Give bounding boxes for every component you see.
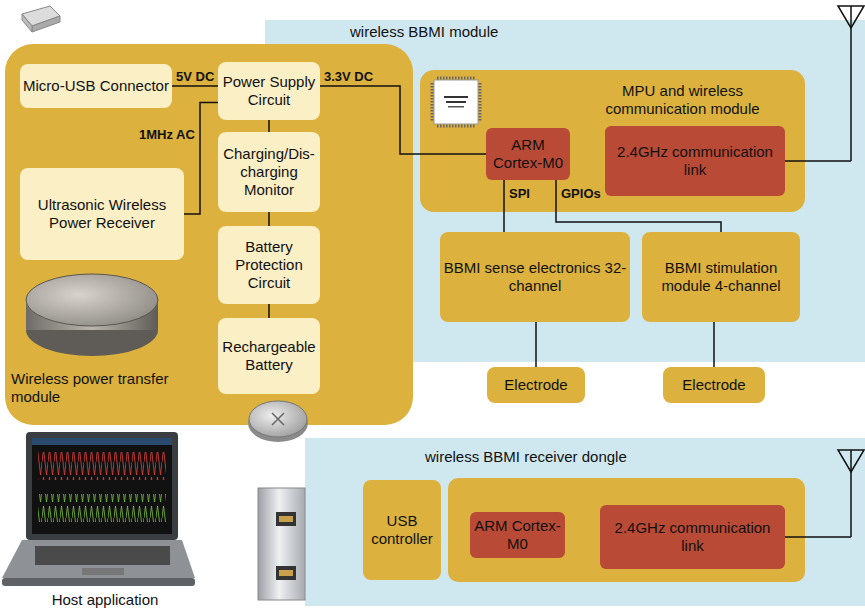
box-label: ARM Cortex-M0 — [473, 517, 562, 553]
laptop-base — [2, 540, 195, 578]
wire-connector — [268, 212, 270, 226]
chip-marking — [448, 106, 464, 108]
process-box: USB controller — [363, 480, 441, 580]
wire-connector — [268, 120, 270, 132]
wire-connector — [172, 85, 218, 87]
processor-box: ARM Cortex-M0 — [470, 512, 565, 558]
module-title: wireless BBMI module — [350, 23, 590, 41]
box-label: USB controller — [366, 512, 438, 548]
process-box: Battery Protection Circuit — [218, 226, 320, 304]
wire-connector — [184, 103, 218, 214]
disc-top — [26, 274, 158, 326]
coin-mark — [272, 413, 284, 425]
laptop-illustration — [2, 432, 195, 586]
laptop-screen — [32, 438, 172, 534]
wire-connector — [320, 86, 486, 154]
module-title: Wireless power transfer module — [11, 370, 191, 406]
antenna-wire — [850, 450, 852, 537]
box-label: BBMI sense electronics 32-channel — [443, 259, 627, 295]
antenna-wire — [785, 160, 851, 162]
module-title: wireless BBMI receiver dongle — [425, 448, 725, 466]
plug-shell — [258, 488, 305, 600]
process-box: Ultrasonic Wireless Power Receiver — [20, 168, 184, 260]
module-title: MPU and wireless communication module — [570, 82, 795, 118]
chip-pins — [479, 83, 482, 121]
plug-contact — [279, 570, 293, 576]
box-label: Electrode — [666, 376, 762, 394]
chip-marking — [446, 101, 466, 103]
connector-front — [22, 14, 32, 32]
keyboard — [35, 546, 170, 565]
antenna-wire — [785, 536, 851, 538]
box-label: Power Supply Circuit — [221, 73, 317, 109]
radio-box: 2.4GHz communication link — [605, 126, 785, 196]
chip-pins — [437, 125, 475, 128]
usb-plug — [258, 488, 305, 600]
chip-pins — [437, 77, 475, 80]
box-label: Charging/Dis-charging Monitor — [221, 145, 317, 199]
laptop-lid — [26, 432, 178, 540]
box-label: BBMI stimulation module 4-channel — [645, 259, 797, 295]
process-box: Micro-USB Connector — [20, 64, 172, 108]
signal-label: 5V DC — [176, 69, 214, 85]
chip-photo — [432, 78, 480, 126]
coin-battery-photo — [248, 401, 308, 442]
radio-module-panel — [448, 478, 805, 582]
processor-box: ARM Cortex-M0 — [486, 128, 570, 180]
wire-connector — [713, 322, 715, 367]
wire-connector — [268, 304, 270, 318]
box-label: Micro-USB Connector — [23, 77, 169, 95]
module-band: wireless BBMI receiver dongleUSB control… — [305, 438, 865, 606]
signal-label: 1MHz AC — [139, 127, 195, 143]
process-box: BBMI sense electronics 32-channel — [440, 232, 630, 322]
ultrasonic-disc-photo — [26, 274, 158, 356]
signal-label: SPI — [509, 186, 530, 202]
box-label: Electrode — [490, 376, 582, 394]
process-box: Power Supply Circuit — [218, 62, 320, 120]
antenna-symbol — [785, 6, 864, 161]
wire-connector — [535, 322, 537, 367]
radio-box: 2.4GHz communication link — [600, 505, 785, 569]
electrode-box: Electrode — [663, 367, 765, 403]
signal-label: GPIOs — [561, 186, 601, 202]
wire-connector — [556, 180, 721, 232]
antenna-wire — [850, 6, 852, 161]
wire-connector — [503, 180, 505, 232]
antenna-symbol — [785, 450, 864, 537]
laptop-edge — [2, 578, 195, 586]
caption-label: Host application — [30, 591, 180, 609]
touchpad — [82, 568, 124, 575]
electrode-box: Electrode — [487, 367, 585, 403]
process-box: Rechargeable Battery — [218, 318, 320, 394]
module-panel: Wireless power transfer module Micro-USB … — [5, 44, 413, 425]
box-label: Battery Protection Circuit — [221, 238, 317, 292]
box-label: Rechargeable Battery — [221, 338, 317, 374]
plug-contact — [279, 516, 293, 522]
plug-hole — [276, 512, 296, 526]
box-label: 2.4GHz communication link — [608, 143, 782, 179]
plug-hole — [276, 566, 296, 580]
connector-side — [32, 16, 60, 32]
chip-marking — [444, 96, 468, 98]
micro-usb-icon — [22, 6, 60, 32]
box-label: Ultrasonic Wireless Power Receiver — [23, 196, 181, 232]
window-bar — [32, 438, 172, 445]
red-waveform — [38, 452, 166, 480]
chip-pins — [431, 83, 434, 121]
signal-label: 3.3V DC — [324, 69, 373, 85]
coin-face — [249, 401, 307, 437]
process-box: BBMI stimulation module 4-channel — [642, 232, 800, 322]
process-box: Charging/Dis-charging Monitor — [218, 132, 320, 212]
green-waveform — [38, 494, 166, 522]
box-label: ARM Cortex-M0 — [489, 136, 567, 172]
chip-body — [434, 80, 478, 124]
box-label: 2.4GHz communication link — [603, 519, 782, 555]
module-panel: MPU and wireless communication moduleARM… — [420, 70, 805, 212]
